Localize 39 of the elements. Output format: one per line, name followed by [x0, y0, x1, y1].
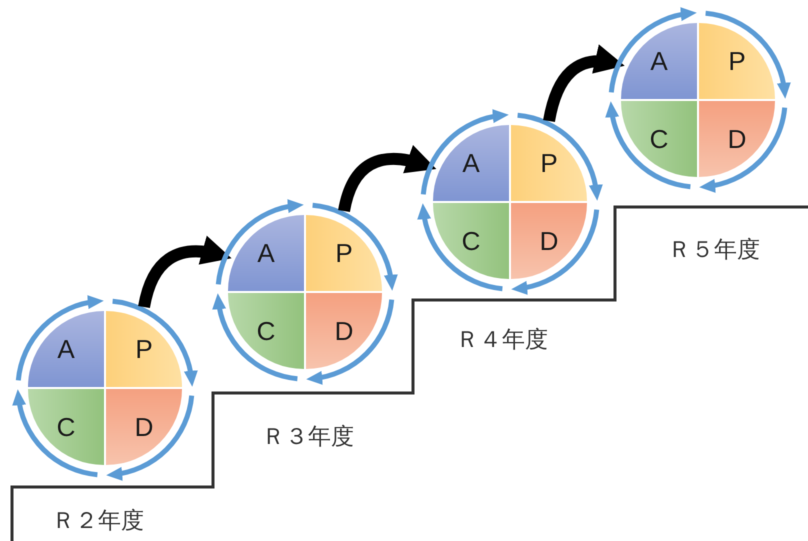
year-label: Ｒ５年度 — [668, 236, 760, 265]
cycle-arrow — [12, 389, 98, 478]
quadrant-segment: P — [699, 23, 775, 99]
cycle-arrow — [312, 202, 398, 291]
quadrant-segment: D — [699, 101, 775, 177]
quadrant-segment: A — [228, 215, 304, 291]
cycle-arrow — [216, 200, 304, 285]
cycle-arrow — [705, 10, 790, 99]
cycle-arrow — [511, 209, 600, 294]
quadrant-segment: D — [306, 293, 382, 369]
quadrant-segment: P — [106, 311, 182, 387]
cycle-arrow — [112, 298, 198, 387]
quadrant-segment: C — [621, 101, 697, 177]
quadrant-segment: C — [228, 293, 304, 369]
cycle-arrow — [106, 395, 194, 480]
curved-arrow — [338, 145, 436, 212]
cycle-arrow — [306, 299, 394, 384]
cycle-arrow — [16, 296, 104, 381]
quadrant-segment: C — [433, 203, 509, 279]
cycle-arrow — [699, 107, 788, 192]
curved-arrow — [543, 45, 625, 122]
quadrant-segment: D — [511, 203, 587, 279]
cycle-arrow — [608, 8, 697, 93]
quadrant-segment: A — [621, 23, 697, 99]
year-label: Ｒ３年度 — [262, 423, 354, 452]
quadrant-segment: A — [28, 311, 104, 387]
quadrant-segment: C — [28, 389, 104, 465]
cycle-arrow — [212, 293, 298, 382]
quadrant-segment: D — [106, 389, 182, 465]
cycle-arrow — [517, 112, 602, 201]
curved-arrow — [138, 236, 232, 308]
quadrant-segment: A — [433, 125, 509, 201]
quadrant-segment: P — [511, 125, 587, 201]
cycle-arrow — [420, 110, 509, 195]
year-label: Ｒ４年度 — [456, 326, 548, 355]
cycle-arrow — [606, 101, 691, 190]
year-label: Ｒ２年度 — [52, 507, 144, 536]
cycle-arrow — [418, 203, 503, 292]
quadrant-segment: P — [306, 215, 382, 291]
